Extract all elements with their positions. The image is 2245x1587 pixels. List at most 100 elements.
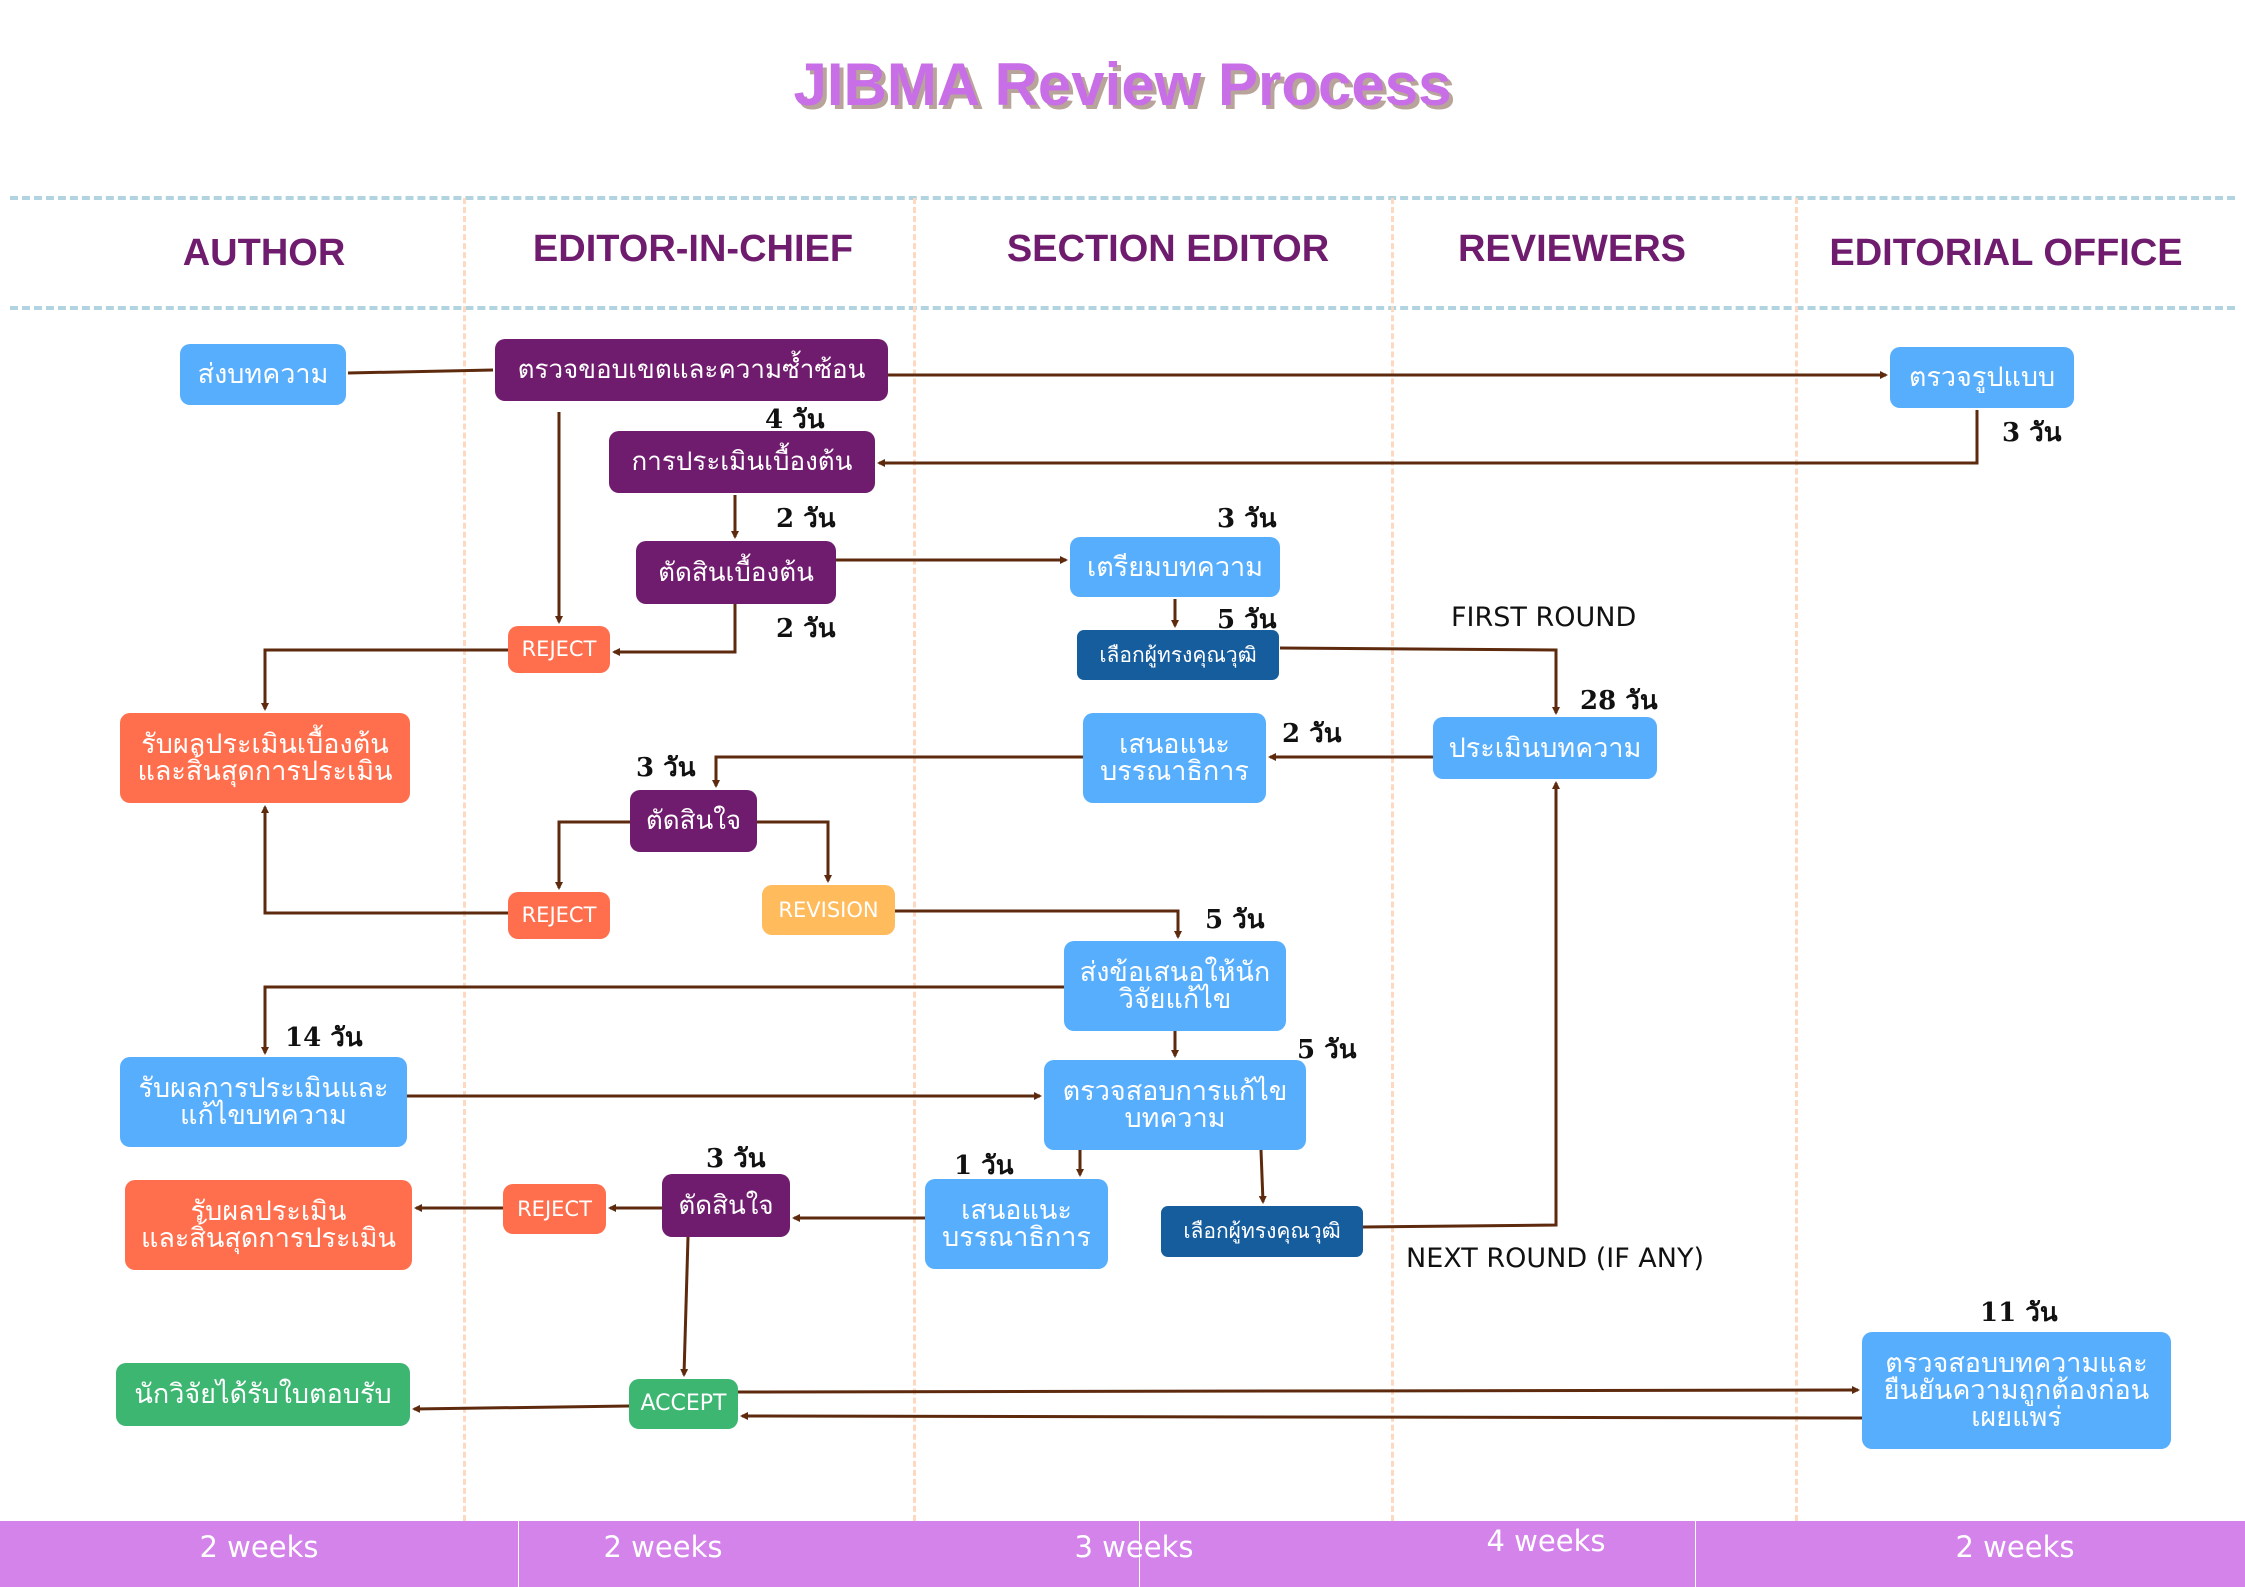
node-label: การประเมินเบื้องต้น	[631, 447, 853, 477]
arrow-verify-to-accept	[740, 1412, 1863, 1421]
node-label: ตัดสินใจ	[645, 806, 742, 836]
header-bottom-divider	[10, 306, 2235, 310]
diagram-title: JIBMA Review Process	[793, 51, 1452, 118]
node-review-manuscript: ประเมินบทความ	[1433, 717, 1657, 779]
node-final-result: รับผลประเมิน และสิ้นสุดการประเมิน	[125, 1180, 412, 1270]
arrow-initial-decision-to-reject1	[612, 604, 737, 656]
node-initial-decision: ตัดสินเบื้องต้น	[636, 541, 836, 604]
node-label: นักวิจัยได้รับใบตอบรับ	[134, 1379, 392, 1410]
node-select-reviewers-1: เลือกผู้ทรงคุณวุฒิ	[1077, 630, 1279, 680]
arrow-format-to-initial-eval	[877, 410, 1979, 467]
duration-send-revision: 5 วัน	[1205, 905, 1265, 935]
duration-decision-1: 3 วัน	[636, 753, 696, 783]
node-recommend-editor-1: เสนอแนะ บรรณาธิการ	[1083, 713, 1266, 803]
arrow-submit-to-scope	[347, 368, 494, 375]
node-label: เสนอแนะ บรรณาธิการ	[942, 1195, 1091, 1253]
node-label: ตัดสินใจ	[678, 1190, 774, 1221]
node-reject-3: REJECT	[503, 1184, 606, 1234]
duration-initial-eval: 4 วัน	[765, 405, 825, 435]
node-acceptance-letter: นักวิจัยได้รับใบตอบรับ	[116, 1363, 410, 1426]
duration-final-verify: 11 วัน	[1980, 1298, 2058, 1328]
lane-header-editorial-office: EDITORIAL OFFICE	[1829, 232, 2183, 274]
node-label: REJECT	[521, 637, 597, 661]
timeline-label-editor-in-chief: 2 weeks	[603, 1530, 723, 1564]
arrow-decision1-to-revision	[757, 820, 832, 883]
lane-header-editor-in-chief: EDITOR-IN-CHIEF	[532, 228, 854, 270]
node-label: รับผลประเมิน และสิ้นสุดการประเมิน	[140, 1196, 397, 1254]
node-revision: REVISION	[762, 885, 895, 935]
duration-recommend-2: 1 วัน	[954, 1151, 1014, 1181]
node-label: เสนอแนะ บรรณาธิการ	[1100, 729, 1249, 787]
arrow-reject1-to-initial-result	[261, 648, 508, 711]
node-scope-check: ตรวจขอบเขตและความซ้ำซ้อน	[495, 339, 888, 401]
duration-decision-2: 3 วัน	[706, 1144, 766, 1174]
duration-initial-decision: 2 วัน	[776, 504, 836, 534]
duration-review-manuscript: 28 วัน	[1580, 686, 1658, 716]
duration-select-reviewers-1: 5 วัน	[1217, 605, 1277, 635]
header-top-divider	[10, 196, 2235, 200]
arrow-recommend-to-decision1	[712, 755, 1083, 788]
duration-reject-1: 2 วัน	[776, 614, 836, 644]
node-label: ตรวจขอบเขตและความซ้ำซ้อน	[517, 355, 866, 385]
timeline-segment-author	[0, 1521, 518, 1587]
node-label: REJECT	[517, 1196, 592, 1221]
node-label: ตัดสินเบื้องต้น	[658, 557, 814, 588]
lane-divider	[913, 198, 916, 1548]
timeline-segment-editor-in-chief	[519, 1521, 1139, 1587]
arrow-send-to-receive	[261, 985, 1064, 1055]
duration-recommend-1: 2 วัน	[1282, 719, 1342, 749]
timeline-segment-section-editor	[1140, 1521, 1695, 1587]
node-label: ตรวจรูปแบบ	[1908, 362, 2056, 393]
timeline-label-reviewers: 4 weeks	[1486, 1524, 1606, 1558]
node-label: เลือกผู้ทรงคุณวุฒิ	[1099, 642, 1257, 667]
node-label: REJECT	[521, 903, 597, 927]
duration-format-check: 3 วัน	[2002, 418, 2062, 448]
node-label: ส่งข้อเสนอให้นัก วิจัยแก้ไข	[1079, 957, 1271, 1015]
arrow-decision2-to-accept	[680, 1236, 690, 1377]
node-label: รับผลการประเมินและ แก้ไขบทความ	[138, 1073, 389, 1131]
node-format-check: ตรวจรูปแบบ	[1890, 347, 2074, 408]
first-round-label: FIRST ROUND	[1451, 602, 1637, 633]
lane-header-section-editor: SECTION EDITOR	[1006, 228, 1330, 270]
node-select-reviewers-2: เลือกผู้ทรงคุณวุฒิ	[1161, 1206, 1363, 1257]
timeline-segment-reviewers-office	[1696, 1521, 2245, 1587]
node-label: เลือกผู้ทรงคุณวุฒิ	[1183, 1219, 1341, 1243]
node-label: ส่งบทความ	[197, 359, 329, 390]
arrow-accept-to-verify	[737, 1386, 1860, 1395]
arrow-check-to-select2	[1258, 1149, 1267, 1204]
node-recommend-editor-2: เสนอแนะ บรรณาธิการ	[925, 1179, 1108, 1269]
node-label: ประเมินบทความ	[1448, 732, 1642, 764]
node-final-verification: ตรวจสอบบทความและ ยืนยันความถูกต้องก่อน เ…	[1862, 1332, 2171, 1449]
duration-prepare-manuscript: 3 วัน	[1217, 504, 1277, 534]
lane-divider	[1391, 198, 1394, 1548]
node-reject-1: REJECT	[508, 626, 610, 673]
timeline-label-section-editor: 3 weeks	[1074, 1530, 1194, 1564]
node-accept: ACCEPT	[629, 1379, 738, 1429]
node-receive-and-revise: รับผลการประเมินและ แก้ไขบทความ	[120, 1057, 407, 1147]
lane-header-reviewers: REVIEWERS	[1457, 228, 1687, 270]
arrow-accept-to-letter	[412, 1404, 630, 1413]
node-label: รับผลประเมินเบื้องต้น และสิ้นสุดการประเม…	[137, 729, 393, 787]
node-label: ACCEPT	[640, 1391, 727, 1416]
node-label: REVISION	[778, 897, 879, 922]
node-reject-2: REJECT	[508, 892, 610, 939]
timeline-label-editorial-office: 2 weeks	[1955, 1530, 2075, 1564]
next-round-label: NEXT ROUND (IF ANY)	[1406, 1243, 1705, 1274]
node-initial-evaluation: การประเมินเบื้องต้น	[609, 431, 875, 493]
duration-check-revision: 5 วัน	[1297, 1035, 1357, 1065]
arrow-decision1-to-reject2	[555, 820, 630, 890]
node-decision-1: ตัดสินใจ	[630, 790, 757, 852]
node-send-revision-request: ส่งข้อเสนอให้นัก วิจัยแก้ไข	[1064, 941, 1286, 1031]
duration-receive-revise: 14 วัน	[285, 1023, 363, 1053]
lane-divider	[1795, 198, 1798, 1548]
node-label: ตรวจสอบบทความและ ยืนยันความถูกต้องก่อน เ…	[1883, 1348, 2150, 1433]
arrow-select-to-review	[1279, 646, 1560, 715]
lane-divider	[463, 198, 466, 1548]
arrow-revision-to-send	[895, 909, 1182, 939]
node-label: เตรียมบทความ	[1086, 551, 1263, 583]
lane-header-author: AUTHOR	[182, 232, 346, 274]
node-prepare-manuscript: เตรียมบทความ	[1070, 537, 1280, 597]
node-initial-result: รับผลประเมินเบื้องต้น และสิ้นสุดการประเม…	[120, 713, 410, 803]
node-label: ตรวจสอบการแก้ไข บทความ	[1062, 1076, 1288, 1134]
node-decision-2: ตัดสินใจ	[662, 1174, 790, 1237]
